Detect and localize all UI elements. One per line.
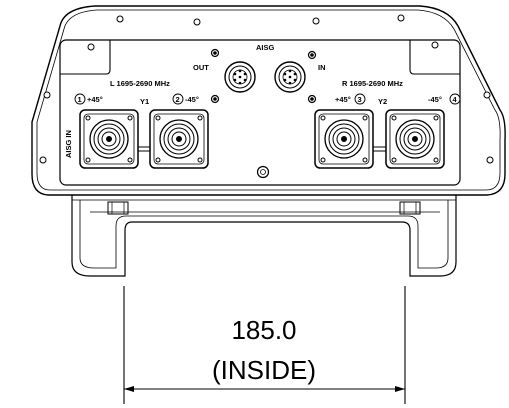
port-3-marker [354,93,366,105]
screw [312,17,320,25]
rf-connector-3 [314,109,374,169]
screw [397,14,405,22]
port-4-number: 4 [453,95,458,104]
screw [116,15,124,23]
aisg-in-side-label: AISG IN [64,130,73,158]
screw [486,156,494,164]
aisg-in-connector [274,61,306,93]
screw [193,18,201,26]
screw [483,91,491,99]
port-number-markers [74,93,461,105]
port-1-marker [74,93,86,105]
screw [87,43,95,51]
dimension-value: 185.0 [231,315,296,345]
port-3-polarization: +45° [335,95,351,104]
arrow-right [395,386,405,392]
port-1-number: 1 [78,95,82,104]
rf-connector-1 [79,109,139,169]
rf-connector-2 [149,109,209,169]
y1-label: Y1 [140,97,149,106]
dimension-note: (INSIDE) [212,355,316,385]
center-screw [256,165,270,179]
port-4-marker [449,93,461,105]
aisg-out-connector [224,61,256,93]
port-2-number: 2 [176,95,180,104]
port-4-polarization: -45° [428,95,442,104]
center-block [60,40,460,75]
connector-panel [59,39,461,186]
port-2-marker [172,93,184,105]
band-left-label: L 1695-2690 MHz [110,79,170,88]
aisg-mount-screws [210,48,317,104]
housing-outline [31,5,506,196]
screw [43,91,51,99]
bracket-bolt-left [107,201,129,215]
housing-inner-rim [36,9,501,191]
hinge-bracket [71,195,457,277]
in-label: IN [318,63,326,72]
band-right-label: R 1695-2690 MHz [342,79,403,88]
hinge-bracket-inner [79,200,449,269]
dimension-line [123,286,406,404]
port-1-polarization: +45° [87,95,103,104]
port-2-polarization: -45° [185,95,199,104]
aisg-top-label: AISG [256,43,275,52]
screw [39,156,47,164]
rf-connector-4 [385,109,445,169]
bracket-bolt-right [399,201,421,215]
arrow-left [124,386,134,392]
housing [31,5,506,277]
screw [431,41,439,49]
port-3-number: 3 [358,95,362,104]
housing-screws [39,14,494,164]
y2-label: Y2 [378,97,387,106]
out-label: OUT [193,63,209,72]
connector-bridges [138,146,386,152]
